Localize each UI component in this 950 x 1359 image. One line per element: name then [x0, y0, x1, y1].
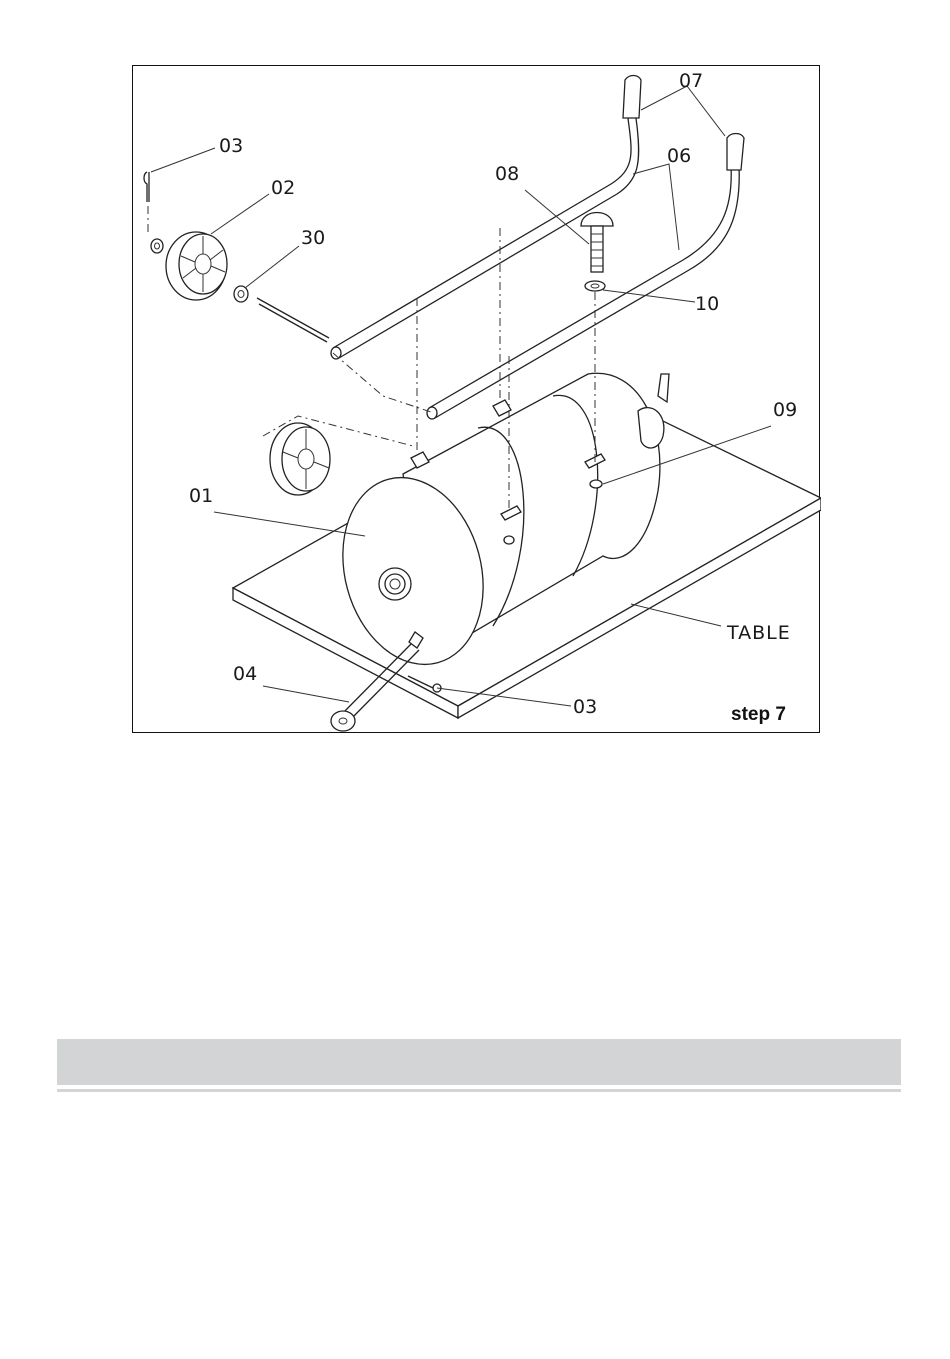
exploded-view-drawing: 03 02 30 01 04 03 07 06 08 10 09 TABLE s…: [133, 66, 821, 734]
label-02: 02: [271, 177, 295, 199]
label-10: 10: [695, 293, 719, 315]
left-grip: [623, 76, 641, 119]
assembly-diagram: 03 02 30 01 04 03 07 06 08 10 09 TABLE s…: [132, 65, 820, 733]
step-label: step 7: [731, 704, 786, 725]
handle-frame: [331, 76, 744, 420]
label-30: 30: [301, 227, 325, 249]
label-04: 04: [233, 663, 257, 685]
wheel-assembly: [144, 172, 329, 342]
section-header-bar: [57, 1039, 901, 1085]
divider-rule: [57, 1089, 901, 1092]
label-01: 01: [189, 485, 213, 507]
bolt-and-washer: [581, 213, 613, 292]
label-07: 07: [679, 70, 703, 92]
label-table: TABLE: [726, 622, 791, 644]
label-09: 09: [773, 399, 797, 421]
right-grip: [727, 134, 744, 171]
label-06: 06: [667, 145, 691, 167]
label-08: 08: [495, 163, 519, 185]
label-03-bottom: 03: [573, 696, 597, 718]
label-03-top: 03: [219, 135, 243, 157]
